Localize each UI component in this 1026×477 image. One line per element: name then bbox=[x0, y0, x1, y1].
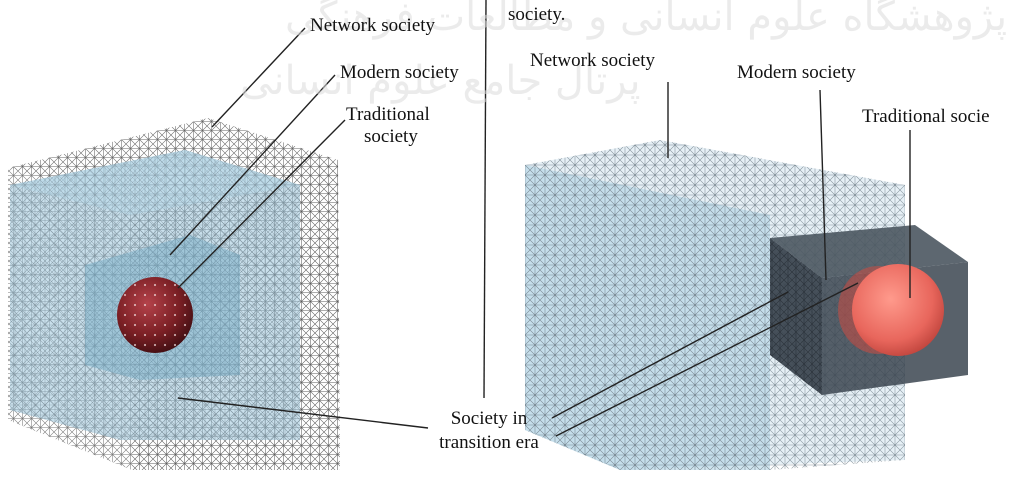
left-modern-label: Modern society bbox=[340, 62, 459, 83]
transition-label-2: transition era bbox=[439, 432, 539, 453]
leader-left-modern bbox=[169, 74, 336, 256]
leader-vertical bbox=[483, 0, 487, 399]
right-network-label: Network society bbox=[530, 50, 656, 71]
leader-left-network bbox=[211, 27, 306, 128]
watermark-line-1: پژوهشگاه علوم انسانی و مطالعات فرهنگی bbox=[285, 0, 1008, 40]
top-fragment-label: society. bbox=[508, 4, 566, 25]
leader-left-traditional bbox=[177, 119, 346, 289]
leader-right-modern bbox=[819, 89, 827, 281]
right-traditional-sphere bbox=[838, 264, 944, 356]
right-traditional-label: Traditional socie bbox=[862, 106, 990, 127]
watermark-line-2: پرتال جامع علوم انسانی bbox=[240, 58, 641, 104]
right-diagram bbox=[525, 140, 968, 470]
leader-transition-left bbox=[177, 397, 429, 429]
leader-transition-right-1 bbox=[551, 291, 789, 419]
right-modern-label: Modern society bbox=[737, 62, 856, 83]
left-diagram bbox=[8, 118, 340, 470]
left-traditional-label-2: society bbox=[364, 126, 418, 147]
left-network-label: Network society bbox=[310, 15, 436, 36]
leader-lines bbox=[169, 0, 911, 437]
transition-label-1: Society in bbox=[450, 408, 528, 429]
left-traditional-label-1: Traditional bbox=[346, 104, 430, 125]
left-traditional-sphere bbox=[117, 277, 193, 353]
leader-transition-right-2 bbox=[555, 282, 859, 437]
